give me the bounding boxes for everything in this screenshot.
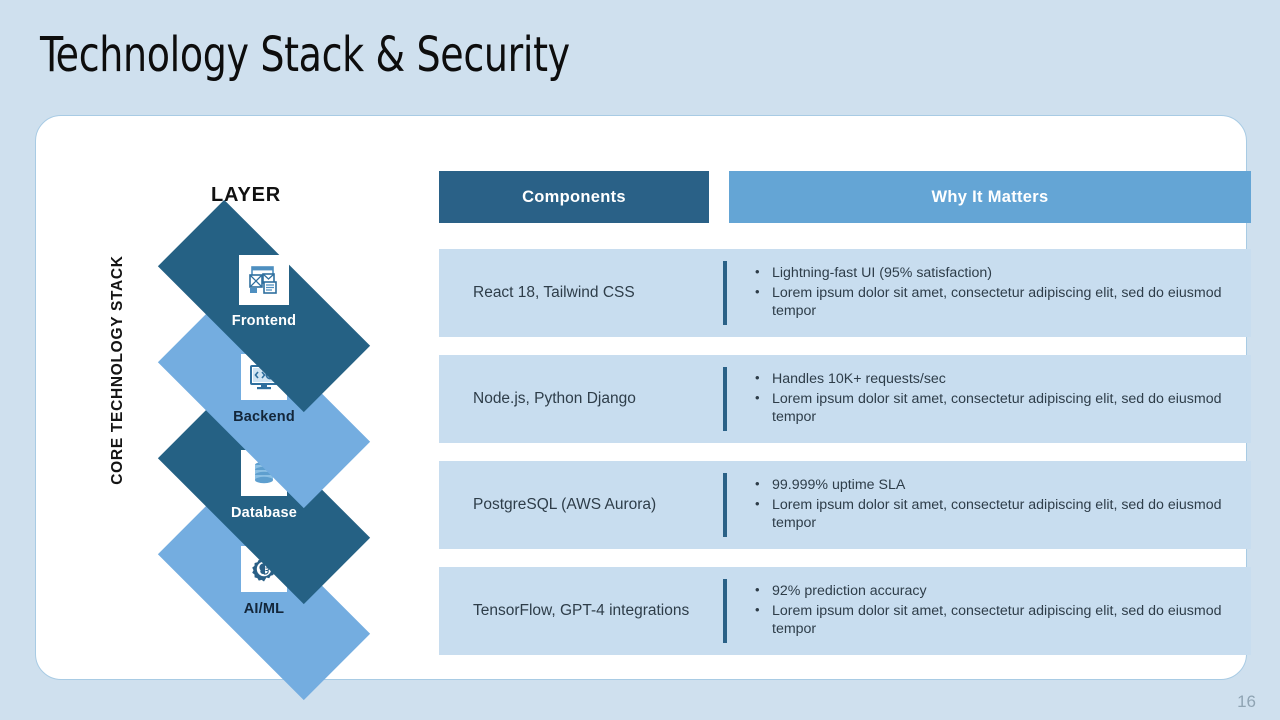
list-item: 92% prediction accuracy bbox=[755, 581, 1251, 601]
bullet-list: 99.999% uptime SLA Lorem ipsum dolor sit… bbox=[755, 475, 1251, 534]
cell-component: TensorFlow, GPT-4 integrations bbox=[473, 602, 690, 619]
list-item: Lorem ipsum dolor sit amet, consectetur … bbox=[755, 601, 1251, 639]
content-card: CORE TECHNOLOGY STACK LAYER bbox=[35, 115, 1251, 701]
cell-component: Node.js, Python Django bbox=[473, 390, 636, 407]
diamond-stack: Frontend Backend bbox=[104, 199, 424, 701]
cell-why-it-matters: Handles 10K+ requests/sec Lorem ipsum do… bbox=[723, 355, 1251, 443]
cell-component: React 18, Tailwind CSS bbox=[473, 284, 635, 301]
table-row[interactable]: TensorFlow, GPT-4 integrations 92% predi… bbox=[439, 567, 1251, 655]
tech-stack-table: Components Why It Matters React 18, Tail… bbox=[439, 171, 1251, 673]
page-number: 16 bbox=[1237, 692, 1256, 711]
layer-label-frontend: Frontend bbox=[231, 313, 297, 329]
page-title: Technology Stack & Security bbox=[40, 27, 570, 83]
bullet-list: 92% prediction accuracy Lorem ipsum dolo… bbox=[755, 581, 1251, 640]
wireframe-layout-icon bbox=[239, 255, 289, 305]
list-item: Handles 10K+ requests/sec bbox=[755, 369, 1251, 389]
cell-component: PostgreSQL (AWS Aurora) bbox=[473, 496, 657, 513]
table-row[interactable]: React 18, Tailwind CSS Lightning-fast UI… bbox=[439, 249, 1251, 337]
table-row[interactable]: PostgreSQL (AWS Aurora) 99.999% uptime S… bbox=[439, 461, 1251, 549]
layer-stack-diagram: CORE TECHNOLOGY STACK LAYER bbox=[36, 116, 456, 701]
cell-why-it-matters: 99.999% uptime SLA Lorem ipsum dolor sit… bbox=[723, 461, 1251, 549]
cell-why-it-matters: Lightning-fast UI (95% satisfaction) Lor… bbox=[723, 249, 1251, 337]
diagram-heading: LAYER bbox=[211, 184, 281, 206]
layer-label-backend: Backend bbox=[233, 409, 295, 425]
list-item: Lorem ipsum dolor sit amet, consectetur … bbox=[755, 495, 1251, 533]
list-item: Lorem ipsum dolor sit amet, consectetur … bbox=[755, 389, 1251, 427]
cell-why-it-matters: 92% prediction accuracy Lorem ipsum dolo… bbox=[723, 567, 1251, 655]
diamond-shape-frontend bbox=[157, 199, 371, 413]
bullet-list: Lightning-fast UI (95% satisfaction) Lor… bbox=[755, 263, 1251, 322]
list-item: 99.999% uptime SLA bbox=[755, 475, 1251, 495]
layer-label-database: Database bbox=[230, 505, 298, 521]
column-header-why-it-matters: Why It Matters bbox=[729, 171, 1251, 223]
table-header-row: Components Why It Matters bbox=[439, 171, 1251, 223]
list-item: Lorem ipsum dolor sit amet, consectetur … bbox=[755, 283, 1251, 321]
list-item: Lightning-fast UI (95% satisfaction) bbox=[755, 263, 1251, 283]
layer-frontend[interactable]: Frontend bbox=[104, 199, 424, 413]
layer-label-ai-ml: AI/ML bbox=[243, 601, 285, 617]
bullet-list: Handles 10K+ requests/sec Lorem ipsum do… bbox=[755, 369, 1251, 428]
table-row[interactable]: Node.js, Python Django Handles 10K+ requ… bbox=[439, 355, 1251, 443]
column-header-components: Components bbox=[439, 171, 709, 223]
